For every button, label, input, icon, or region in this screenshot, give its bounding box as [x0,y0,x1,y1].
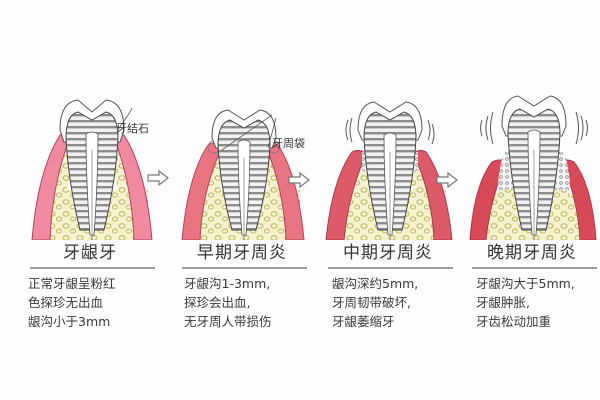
stage-title: 晚期牙周炎 [487,243,577,263]
separator [328,267,453,269]
separator [182,267,307,269]
right-arrow-icon [288,172,310,188]
stage-late: 晚期牙周炎 牙龈沟大于5mm, 牙龈肿胀, 牙齿松动加重 [462,0,600,400]
callout-periodontal-pocket: 牙周袋 [272,137,305,150]
stage-description: 牙龈沟大于5mm, 牙龈肿胀, 牙齿松动加重 [476,276,575,329]
right-arrow-icon [147,170,169,186]
stage-title: 中期牙周炎 [343,243,433,263]
tooth-middle-illustration [325,101,453,240]
stage-middle: 中期牙周炎 龈沟深约5mm, 牙周韧带破坏, 牙龈萎缩牙 [318,0,458,400]
stage-title: 早期牙周炎 [197,243,287,263]
separator [30,267,155,269]
tooth-late-illustration [469,95,597,240]
separator [472,267,597,269]
tooth-healthy-illustration [31,99,153,240]
stage-description: 龈沟深约5mm, 牙周韧带破坏, 牙龈萎缩牙 [332,276,419,329]
callout-calculus: 牙结石 [116,122,149,135]
stage-early: 牙周袋 早期牙周炎 牙龈沟1-3mm, 探珍会出血, 无牙周人带损伤 [172,0,312,400]
right-arrow-icon [436,172,458,188]
stage-title: 牙龈牙 [63,243,117,263]
stage-healthy: 牙结石 牙龈牙 正常牙龈呈粉红 色探珍无出血 龈沟小于3mm [20,0,160,400]
stage-description: 正常牙龈呈粉红 色探珍无出血 龈沟小于3mm [28,276,116,329]
stage-description: 牙龈沟1-3mm, 探珍会出血, 无牙周人带损伤 [184,276,272,329]
tooth-early-illustration [181,109,305,240]
